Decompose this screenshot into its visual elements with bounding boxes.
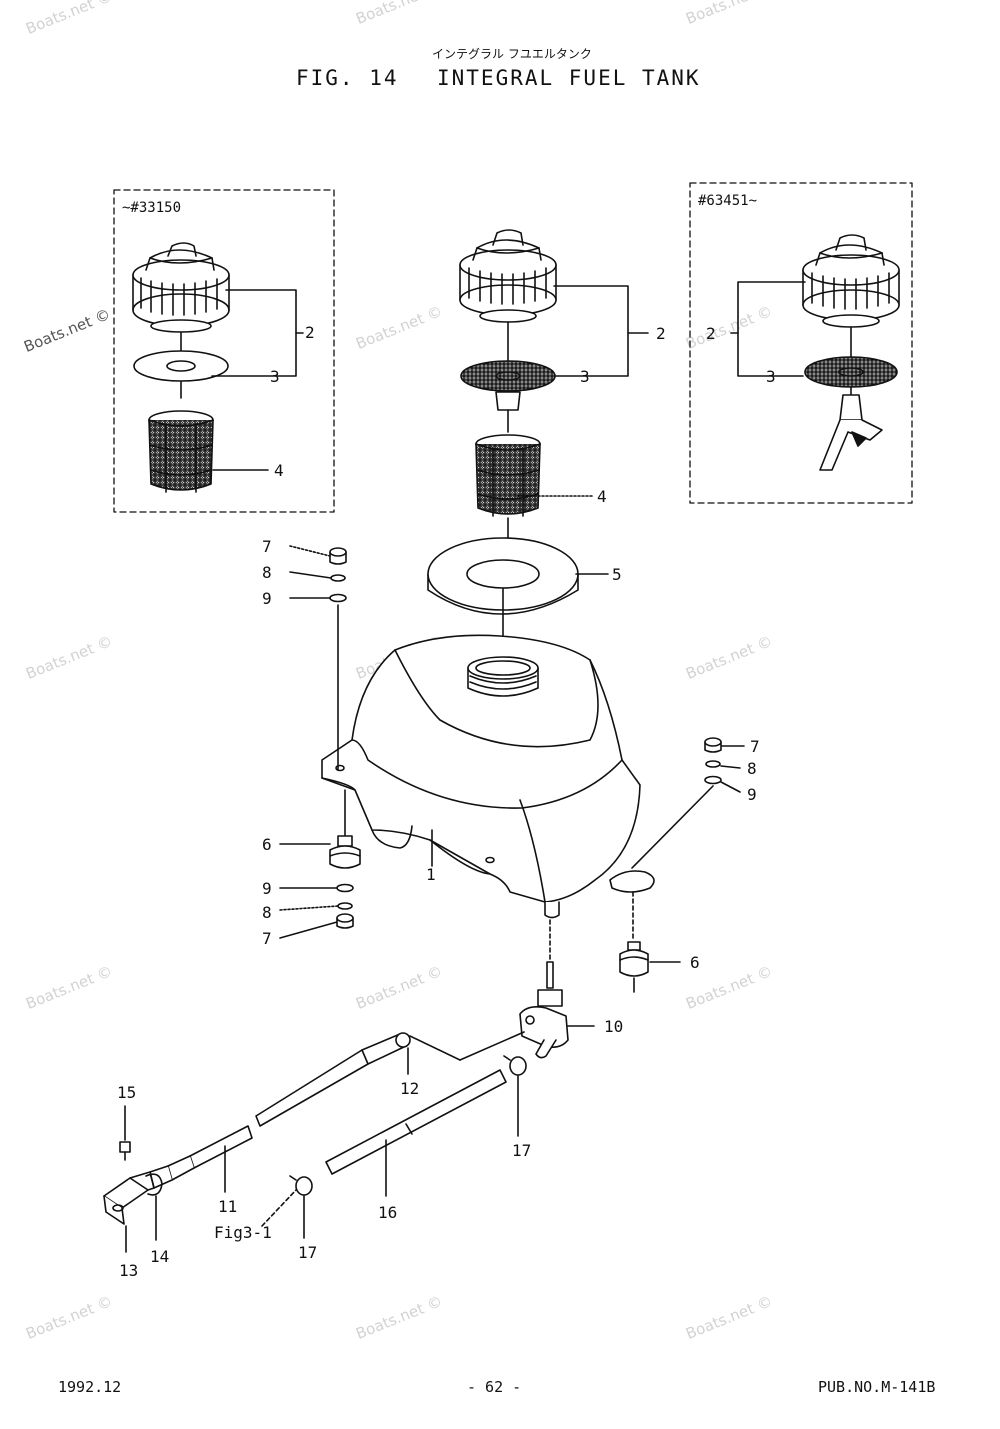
cap-gasket-new	[804, 356, 898, 388]
right-lower-mount-hardware	[619, 891, 681, 993]
left-lower-mount-hardware	[279, 789, 361, 939]
fuel-tank-body	[321, 634, 641, 919]
callout-2-right: 2	[706, 324, 716, 343]
figure-reference: Fig3-1	[214, 1223, 272, 1242]
fuel-cap-old-style	[132, 242, 230, 399]
callout-14: 14	[150, 1247, 169, 1266]
figure-number: FIG. 14	[296, 66, 399, 90]
fuel-hose	[325, 1069, 507, 1197]
left-inset-leaders	[211, 289, 304, 471]
cap-gasket-old	[133, 350, 229, 382]
fuel-cap-new-style	[802, 234, 900, 399]
screw-15	[119, 1105, 131, 1161]
japanese-title: インテグラル フユエルタンク	[432, 47, 592, 61]
callout-4-center: 4	[597, 487, 607, 506]
callout-2-center: 2	[656, 324, 666, 343]
callout-8-upper-left: 8	[262, 563, 272, 582]
center-leaders	[517, 285, 649, 575]
callout-7-right: 7	[750, 737, 760, 756]
right-inset-leaders	[730, 281, 806, 377]
callout-6-right: 6	[690, 953, 700, 972]
tank-filler-pad	[427, 537, 579, 641]
fuel-cock	[519, 919, 595, 1059]
callout-6-left: 6	[262, 835, 272, 854]
cap-gasket-center	[460, 360, 556, 433]
fuel-connector	[103, 1171, 155, 1253]
publication-number: PUB.NO.M-141B	[818, 1378, 936, 1396]
callout-1: 1	[426, 865, 436, 884]
callout-5: 5	[612, 565, 622, 584]
fuel-pipe-lower	[149, 1125, 253, 1193]
fuel-strainer-center	[475, 434, 541, 549]
right-upper-mount-hardware	[609, 737, 745, 893]
callout-8-lower-left: 8	[262, 903, 272, 922]
page-number: - 62 -	[467, 1378, 522, 1396]
left-inset-box	[113, 189, 335, 513]
hose-clamp-lower	[261, 1175, 313, 1239]
callout-7-upper-left: 7	[262, 537, 272, 556]
callout-15: 15	[117, 1083, 136, 1102]
callout-9-right: 9	[747, 785, 757, 804]
callout-13: 13	[119, 1261, 138, 1280]
callout-9-lower-left: 9	[262, 879, 272, 898]
callout-17-lower: 17	[298, 1243, 317, 1262]
callout-12: 12	[400, 1079, 419, 1098]
callout-3-center: 3	[580, 367, 590, 386]
fuel-pipe-upper	[255, 1031, 525, 1127]
callout-4-left: 4	[274, 461, 284, 480]
left-upper-mount-hardware	[289, 545, 347, 771]
callout-2-left: 2	[305, 323, 315, 342]
callout-3-right: 3	[766, 367, 776, 386]
callout-11: 11	[218, 1197, 237, 1216]
page-title: INTEGRAL FUEL TANK	[437, 66, 701, 90]
fuel-cap-center	[459, 229, 557, 361]
footer-date: 1992.12	[58, 1378, 122, 1396]
callout-10: 10	[604, 1017, 623, 1036]
fuel-filler-baffle	[819, 394, 883, 471]
callout-8-right: 8	[747, 759, 757, 778]
callout-16: 16	[378, 1203, 397, 1222]
callout-7-lower-left: 7	[262, 929, 272, 948]
callout-3-left: 3	[270, 367, 280, 386]
fuel-strainer-old	[148, 410, 214, 493]
left-inset-serial: ~#33150	[122, 200, 181, 216]
callout-9-upper-left: 9	[262, 589, 272, 608]
hose-clamp-upper	[503, 1055, 527, 1137]
right-inset-box	[689, 182, 913, 504]
connector-clip	[145, 1173, 163, 1241]
right-inset-serial: #63451~	[698, 193, 757, 209]
callout-17-upper: 17	[512, 1141, 531, 1160]
